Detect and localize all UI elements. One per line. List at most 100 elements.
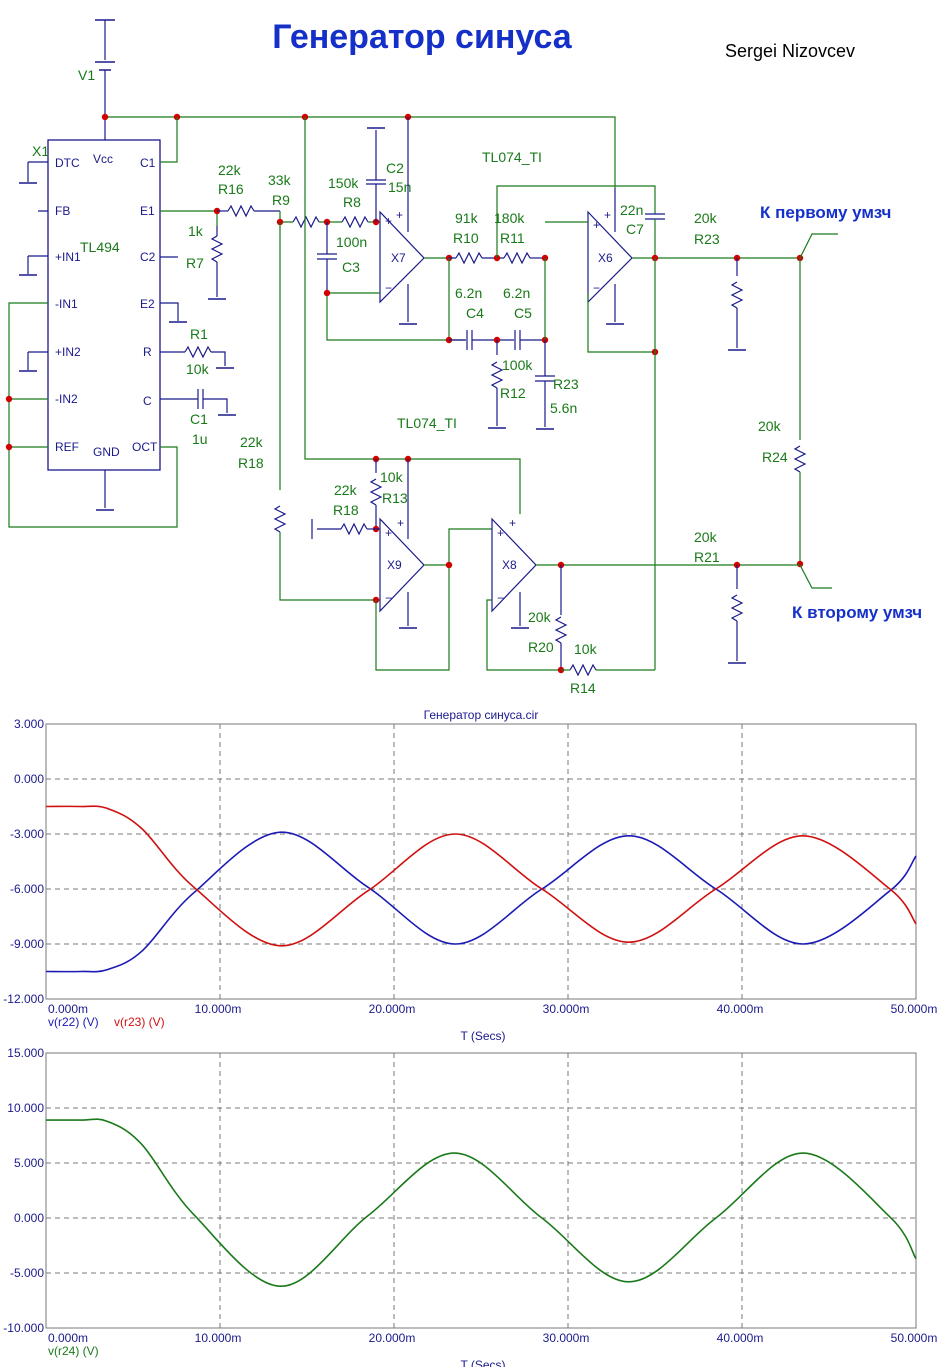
c5-ref: C5 xyxy=(514,305,532,321)
c1-value: 1u xyxy=(192,431,208,447)
r14-value: 10k xyxy=(380,469,404,485)
y-tick-label: -9.000 xyxy=(10,937,44,951)
svg-text:+: + xyxy=(593,218,600,232)
pin-e2: E2 xyxy=(140,297,155,311)
r16-value: 22k xyxy=(218,162,242,178)
pin-c1: C1 xyxy=(140,156,156,170)
x-tick-label: 50.000m xyxy=(891,1331,938,1345)
opamp-x9: + + − X9 xyxy=(379,459,425,629)
pin-oct: OCT xyxy=(132,440,158,454)
chip-part: TL494 xyxy=(80,239,120,255)
r12-ref: R12 xyxy=(500,385,526,401)
svg-text:+: + xyxy=(385,526,392,540)
c6-value: 5.6n xyxy=(550,400,577,416)
author-label: Sergei Nizovcev xyxy=(725,41,855,61)
pin-in1n: -IN1 xyxy=(55,297,78,311)
svg-text:+: + xyxy=(509,516,516,530)
r11-value: 180k xyxy=(494,210,525,226)
x-axis-label: T (Secs) xyxy=(460,1358,505,1367)
r11-ref: R11 xyxy=(500,230,525,246)
x8-ref: X8 xyxy=(502,558,517,572)
r14-ref: R13 xyxy=(382,490,408,506)
x-tick-label: 0.000m xyxy=(48,1331,88,1345)
r1-ref: R1 xyxy=(190,326,208,342)
x-tick-label: 40.000m xyxy=(717,1331,764,1345)
r21-value: 20k xyxy=(528,609,552,625)
svg-text:−: − xyxy=(497,591,504,605)
svg-text:−: − xyxy=(385,281,392,295)
r23-ref: R23 xyxy=(694,231,720,247)
x-tick-label: 40.000m xyxy=(717,1002,764,1016)
plot-frame xyxy=(45,1052,917,1329)
opamp-x8: + + − X8 xyxy=(491,516,537,629)
y-tick-label: -10.000 xyxy=(3,1321,44,1335)
pin-gnd: GND xyxy=(93,445,120,459)
r22-value: 20k xyxy=(694,529,718,545)
schematic-title: Генератор синуса xyxy=(272,18,573,56)
x-axis-label: T (Secs) xyxy=(460,1029,505,1043)
y-tick-label: -5.000 xyxy=(10,1266,44,1280)
r12-value: 100k xyxy=(502,357,533,373)
r13-value: 22k xyxy=(334,482,358,498)
x-tick-label: 30.000m xyxy=(543,1002,590,1016)
x-tick-label: 10.000m xyxy=(195,1331,242,1345)
r24-ref: R24 xyxy=(762,449,788,465)
c2-ref: C2 xyxy=(386,160,404,176)
y-tick-label: 0.000 xyxy=(14,1211,44,1225)
r7-ref: R7 xyxy=(186,255,204,271)
pin-r: R xyxy=(143,345,152,359)
opamp-x7: ++− X7 xyxy=(379,117,425,325)
x-tick-label: 50.000m xyxy=(891,1002,938,1016)
output-second-label: К второму умзч xyxy=(792,603,922,622)
c3-value: 100n xyxy=(336,234,367,250)
x9-ref: X9 xyxy=(387,558,402,572)
r16-ref: R16 xyxy=(218,181,244,197)
r1-value: 10k xyxy=(186,361,210,377)
pin-e1: E1 xyxy=(140,204,155,218)
y-tick-label: -12.000 xyxy=(3,992,44,1006)
x-tick-label: 30.000m xyxy=(543,1331,590,1345)
r18-ref: R18 xyxy=(238,455,264,471)
pin-dtc: DTC xyxy=(55,156,80,170)
r18-value: 22k xyxy=(240,434,264,450)
y-tick-label: 5.000 xyxy=(14,1156,44,1170)
r10-value: 91k xyxy=(455,210,479,226)
pin-in2p: +IN2 xyxy=(55,345,81,359)
c7-value: 22n xyxy=(620,202,643,218)
y-tick-label: 0.000 xyxy=(14,772,44,786)
r23-value: 20k xyxy=(694,210,718,226)
legend-entry: v(r22) (V) xyxy=(48,1015,99,1029)
svg-text:−: − xyxy=(385,591,392,605)
output-first-label: К первому умзч xyxy=(760,203,891,222)
x6-ref: X6 xyxy=(598,251,613,265)
r8-ref: R8 xyxy=(343,194,361,210)
battery-v1: V1 xyxy=(78,19,115,140)
series-line-0 xyxy=(45,1118,917,1288)
c1-ref: C1 xyxy=(190,411,208,427)
y-tick-label: -6.000 xyxy=(10,882,44,896)
chip-ref: X1 xyxy=(32,143,49,159)
svg-text:+: + xyxy=(397,516,404,530)
plot-frame xyxy=(45,723,917,1000)
opamp-model-label-top: TL074_TI xyxy=(482,149,542,165)
svg-text:−: − xyxy=(593,281,600,295)
pin-fb: FB xyxy=(55,204,70,218)
r10-ref: R10 xyxy=(453,230,479,246)
c2-value: 15n xyxy=(388,179,411,195)
c4-ref: C4 xyxy=(466,305,484,321)
x-tick-label: 20.000m xyxy=(369,1002,416,1016)
svg-text:+: + xyxy=(497,526,504,540)
r24-value: 20k xyxy=(758,418,782,434)
series-line-1 xyxy=(45,805,917,947)
tl494-chip: X1 TL494 DTC FB +IN1 -IN1 +IN2 -IN2 REF … xyxy=(18,139,188,511)
pin-in1p: +IN1 xyxy=(55,250,81,264)
svg-text:+: + xyxy=(396,208,403,222)
pin-vcc: Vcc xyxy=(93,152,113,166)
svg-text:+: + xyxy=(385,214,392,228)
y-tick-label: -3.000 xyxy=(10,827,44,841)
r7-value: 1k xyxy=(188,223,204,239)
r20-value: 10k xyxy=(574,641,598,657)
